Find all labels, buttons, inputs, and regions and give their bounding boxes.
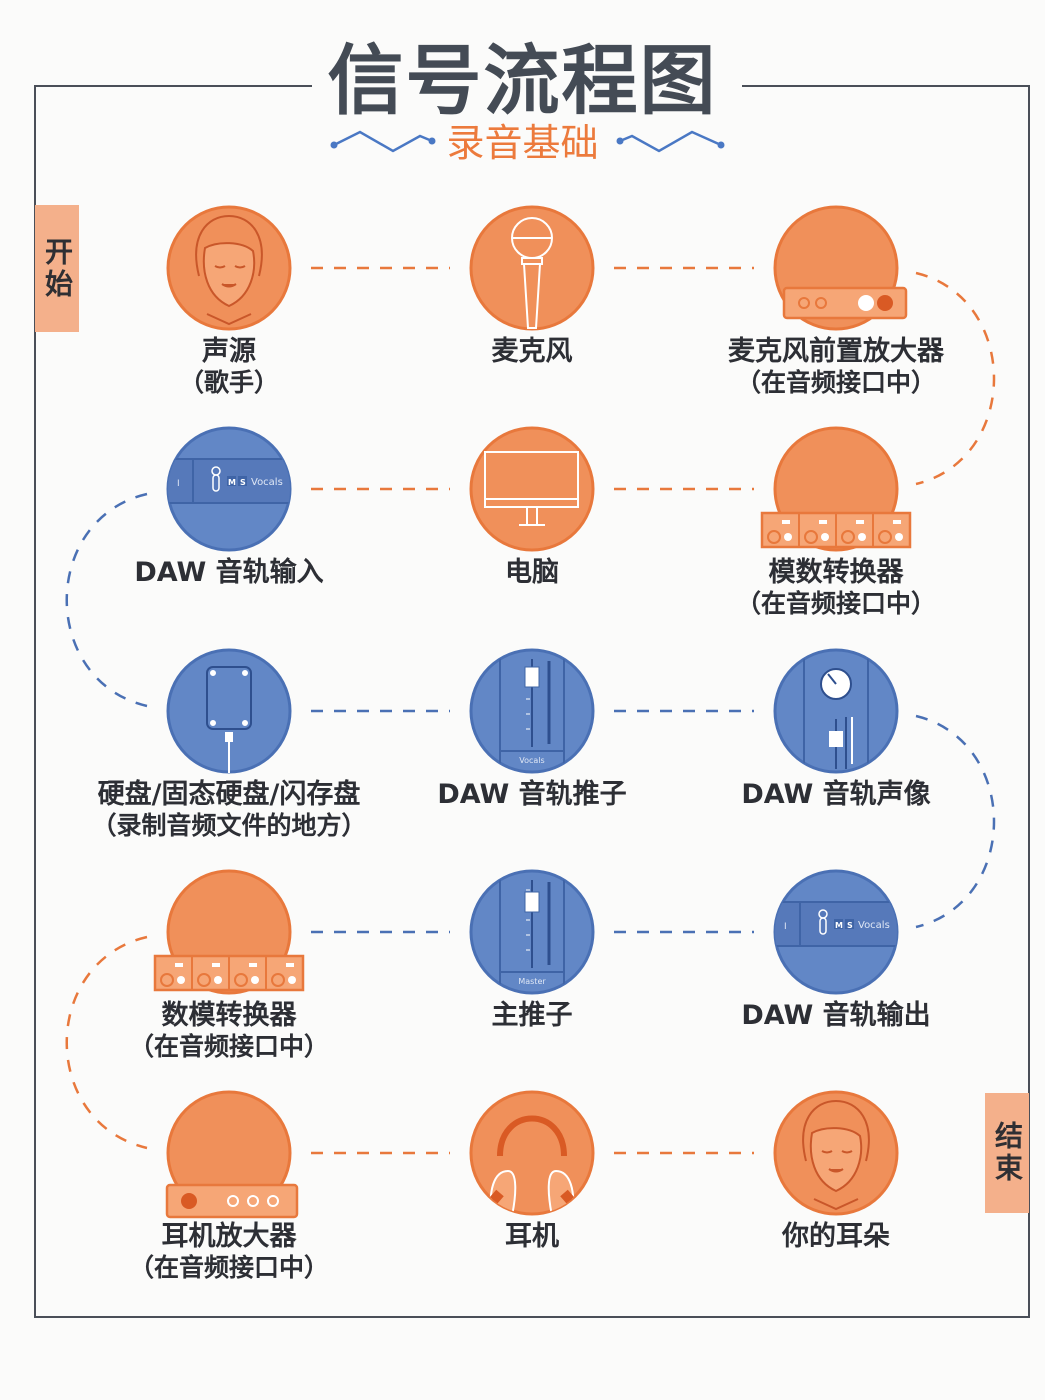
svg-text:Vocals: Vocals <box>858 920 890 931</box>
node-label: DAW 音轨输出 <box>741 1000 931 1031</box>
end-tag: 结束 <box>985 1093 1029 1213</box>
flow-node: 电脑 <box>382 426 682 589</box>
svg-text:Master: Master <box>518 977 546 986</box>
listener-face-icon <box>773 1090 899 1216</box>
node-label: 数模转换器 <box>161 1000 297 1031</box>
svg-text:S: S <box>847 921 853 930</box>
flow-node: 耳机 <box>382 1090 682 1253</box>
flow-node: 声源（歌手） <box>79 205 379 398</box>
headphones-icon <box>469 1090 595 1216</box>
flow-node: DAW 音轨声像 <box>686 648 986 811</box>
connector-3-6 <box>65 492 148 708</box>
node-sublabel: （在音频接口中） <box>735 368 936 397</box>
page-title: 信号流程图 <box>327 36 718 125</box>
flow-node: 模数转换器（在音频接口中） <box>686 426 986 619</box>
node-sublabel: （在音频接口中） <box>735 589 936 618</box>
da-converter-icon <box>153 869 305 995</box>
node-label: 声源 <box>202 336 256 367</box>
hard-drive-icon <box>166 648 292 774</box>
svg-text:I: I <box>177 479 180 489</box>
svg-text:Vocals: Vocals <box>519 756 544 765</box>
connector-2-5 <box>915 271 996 486</box>
singer-face-icon <box>166 205 292 331</box>
node-label: DAW 音轨声像 <box>741 779 931 810</box>
node-label: 你的耳朵 <box>782 1221 890 1252</box>
connector-9-12 <box>65 935 148 1150</box>
title-zigzag-decoration <box>330 130 725 153</box>
track-fader-icon: Vocals <box>469 648 595 774</box>
headphone-amp-icon <box>165 1090 299 1219</box>
node-label: 麦克风前置放大器 <box>728 336 944 367</box>
node-sublabel: （在音频接口中） <box>128 1032 329 1061</box>
flow-node: 麦克风 <box>382 205 682 368</box>
node-label: 耳机 <box>505 1221 559 1252</box>
svg-text:M: M <box>835 921 843 930</box>
flow-node: 你的耳朵 <box>686 1090 986 1253</box>
connector-8-11 <box>915 714 996 929</box>
node-label: 电脑 <box>505 557 559 588</box>
flow-node: 麦克风前置放大器（在音频接口中） <box>686 205 986 398</box>
flow-node: 耳机放大器（在音频接口中） <box>79 1090 379 1283</box>
node-label: 模数转换器 <box>768 557 904 588</box>
svg-text:S: S <box>240 478 246 487</box>
flow-node: 硬盘/固态硬盘/闪存盘（录制音频文件的地方） <box>79 648 379 841</box>
node-label: DAW 音轨推子 <box>437 779 627 810</box>
svg-text:Vocals: Vocals <box>251 477 283 488</box>
microphone-icon <box>469 205 595 331</box>
preamp-interface-icon <box>773 205 908 331</box>
start-tag: 开始 <box>35 205 79 332</box>
master-fader-icon: Master <box>469 869 595 995</box>
node-sublabel: （录制音频文件的地方） <box>91 811 367 840</box>
node-label: 麦克风 <box>491 336 573 367</box>
pan-knob-icon <box>773 648 899 774</box>
node-label: 耳机放大器 <box>161 1221 297 1252</box>
node-label: DAW 音轨输入 <box>134 557 324 588</box>
ad-converter-icon <box>760 426 912 552</box>
flow-node: 数模转换器（在音频接口中） <box>79 869 379 1062</box>
page-subtitle: 录音基础 <box>446 121 599 165</box>
computer-monitor-icon <box>469 426 595 552</box>
node-sublabel: （在音频接口中） <box>128 1253 329 1282</box>
svg-text:I: I <box>784 922 787 932</box>
svg-text:M: M <box>228 478 236 487</box>
flow-node: Master 主推子 <box>382 869 682 1032</box>
node-sublabel: （歌手） <box>178 368 279 397</box>
node-label: 主推子 <box>491 1000 573 1031</box>
title-background <box>312 60 742 120</box>
node-label: 硬盘/固态硬盘/闪存盘 <box>97 779 361 810</box>
